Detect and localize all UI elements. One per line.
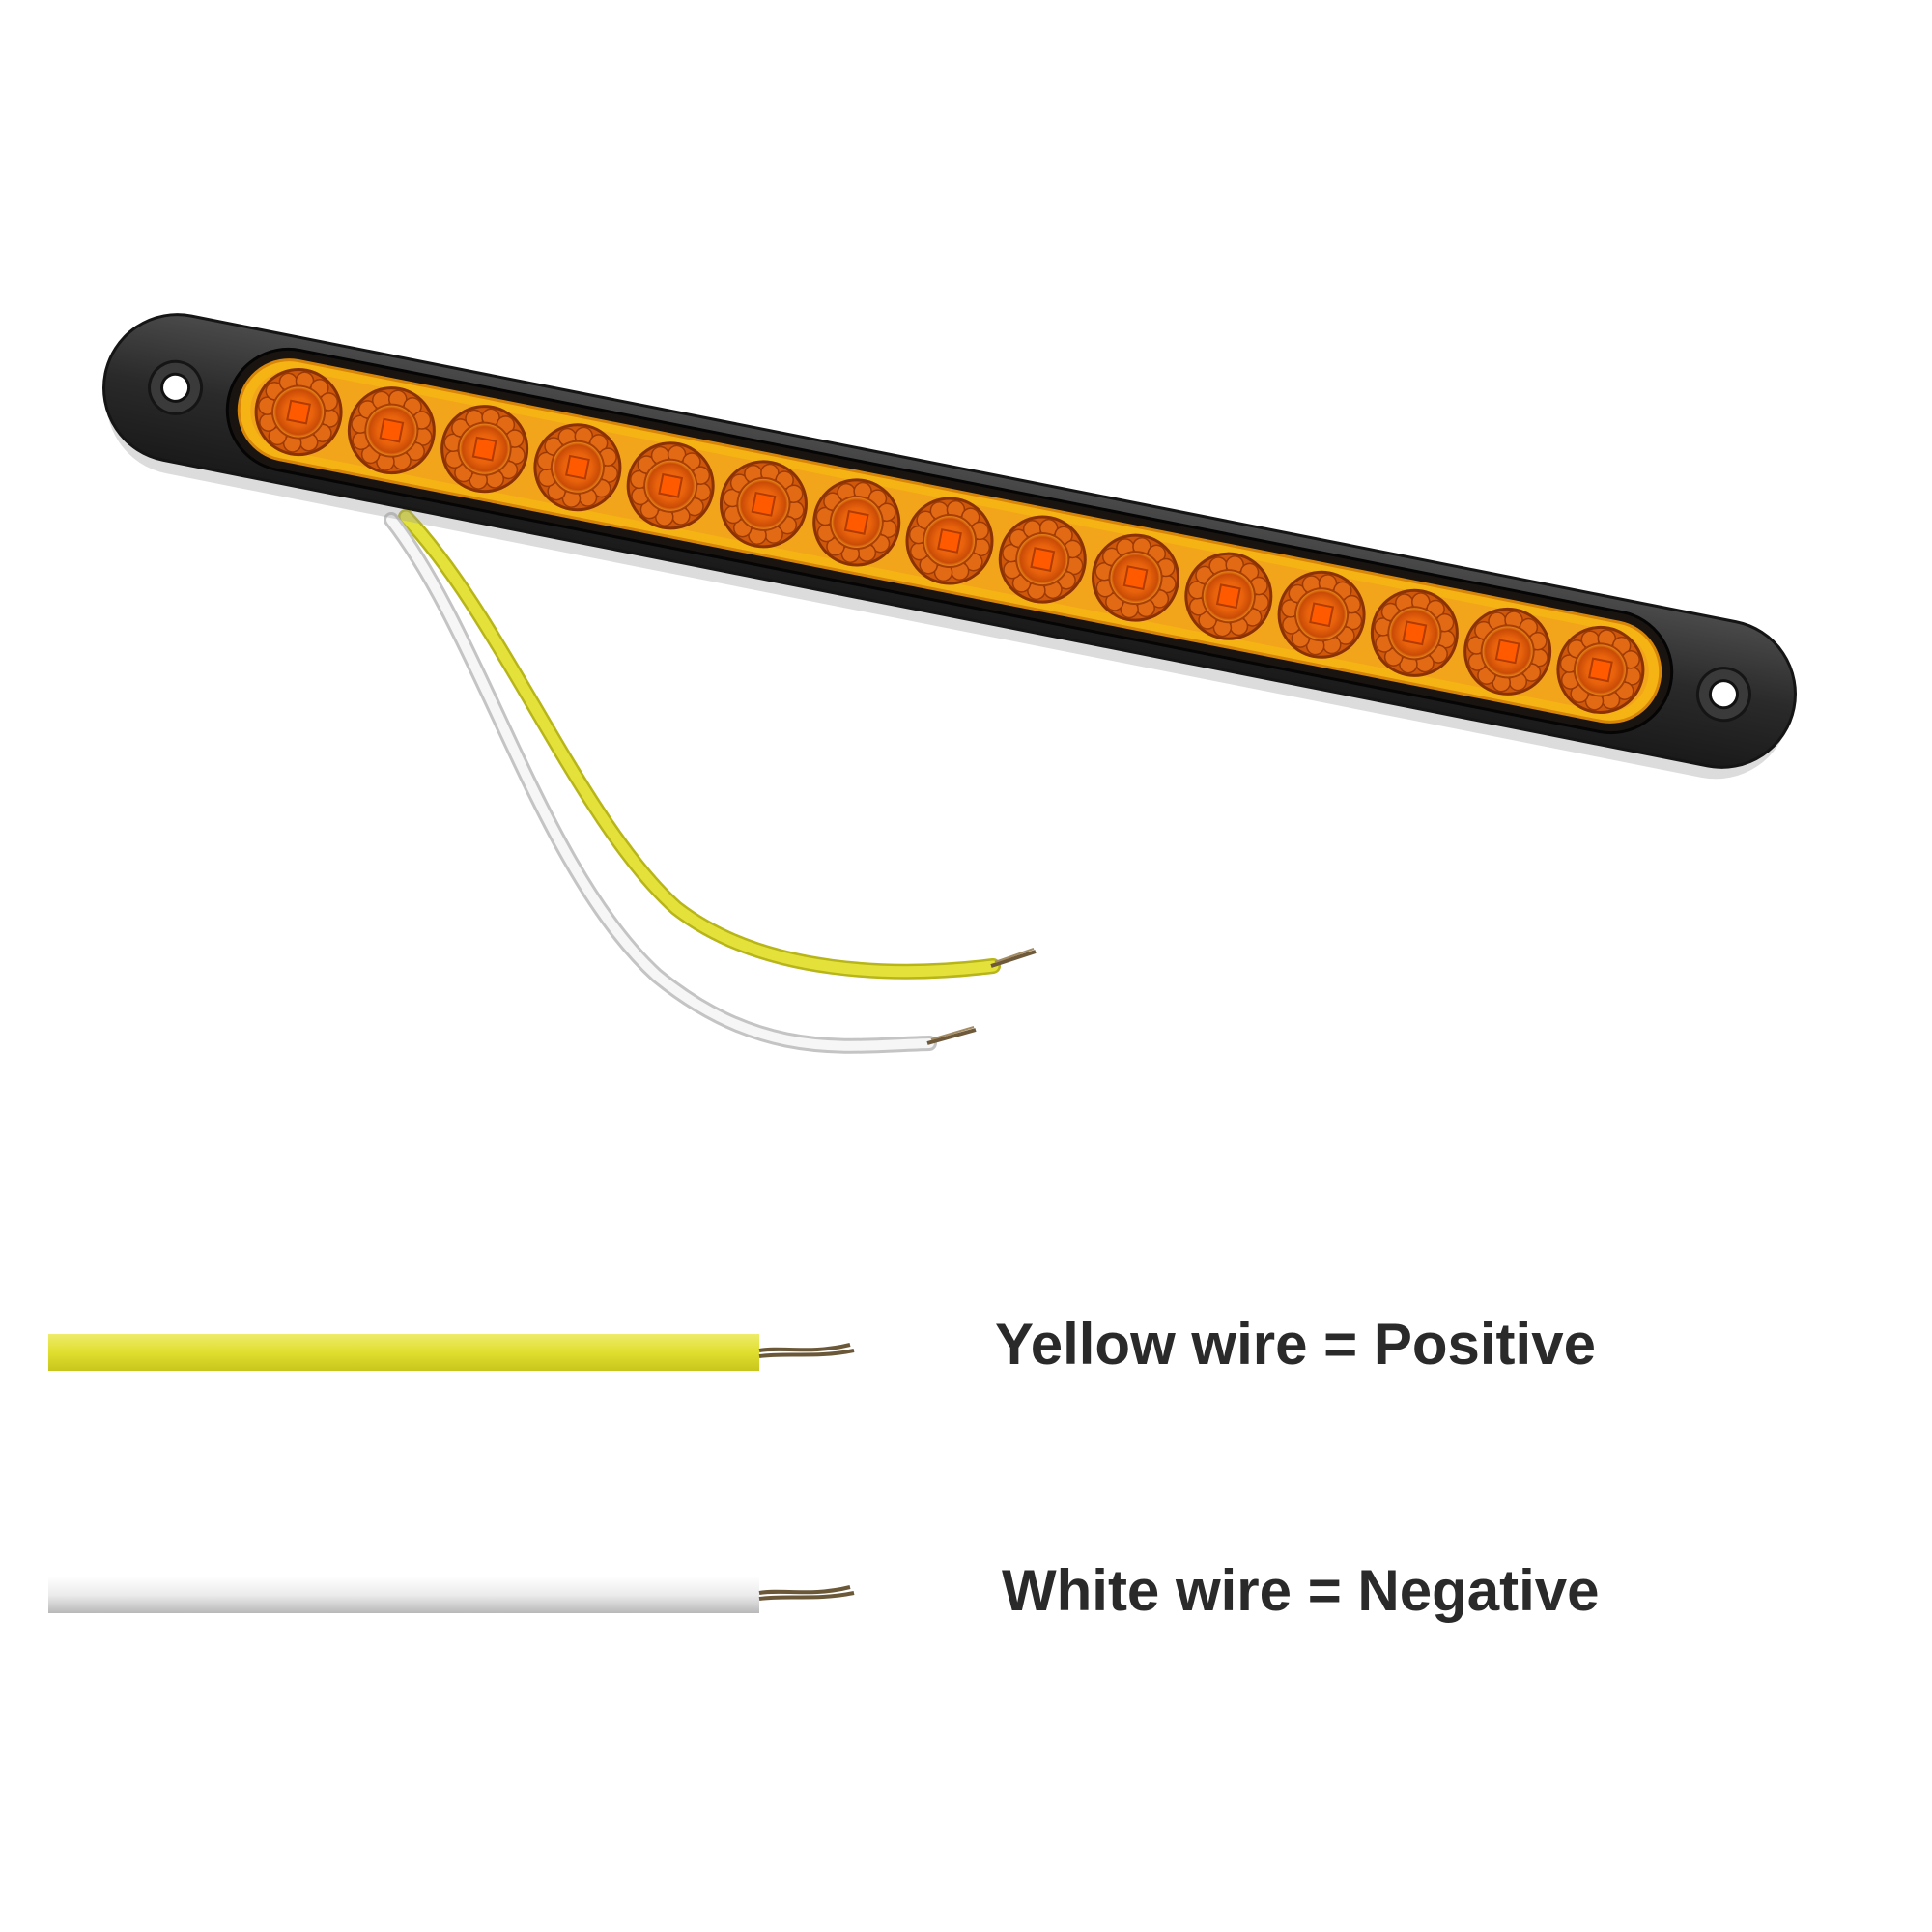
led-unit: [1184, 552, 1273, 640]
led-unit: [1556, 625, 1645, 714]
led-unit: [812, 478, 901, 567]
yellow-wire-tip: [990, 948, 1037, 968]
lamp-wires: [384, 509, 1037, 1054]
legend-label-positive: Yellow wire = Positive: [995, 1312, 1596, 1377]
mounting-hole-right: [1695, 667, 1751, 723]
led-unit: [719, 460, 808, 549]
led-unit: [1463, 607, 1552, 696]
legend-yellow-wire: [48, 1334, 855, 1371]
led-unit: [440, 405, 529, 494]
white-wire-tip: [926, 1026, 977, 1045]
led-tail-light: [102, 313, 1797, 780]
legend-yellow-wire-tip: [758, 1343, 855, 1358]
led-unit: [905, 497, 994, 585]
mounting-hole-left: [148, 359, 204, 415]
led-unit: [998, 515, 1087, 604]
led-unit: [533, 423, 622, 512]
led-unit: [1092, 533, 1180, 622]
legend-white-wire: [48, 1577, 855, 1613]
led-unit: [254, 368, 343, 457]
legend-white-wire-tip: [758, 1585, 855, 1601]
led-unit: [1370, 588, 1459, 677]
led-unit: [1277, 570, 1366, 659]
legend-label-negative: White wire = Negative: [1002, 1558, 1600, 1623]
led-unit: [626, 441, 715, 530]
led-row: [254, 368, 1645, 714]
led-unit: [347, 386, 436, 475]
